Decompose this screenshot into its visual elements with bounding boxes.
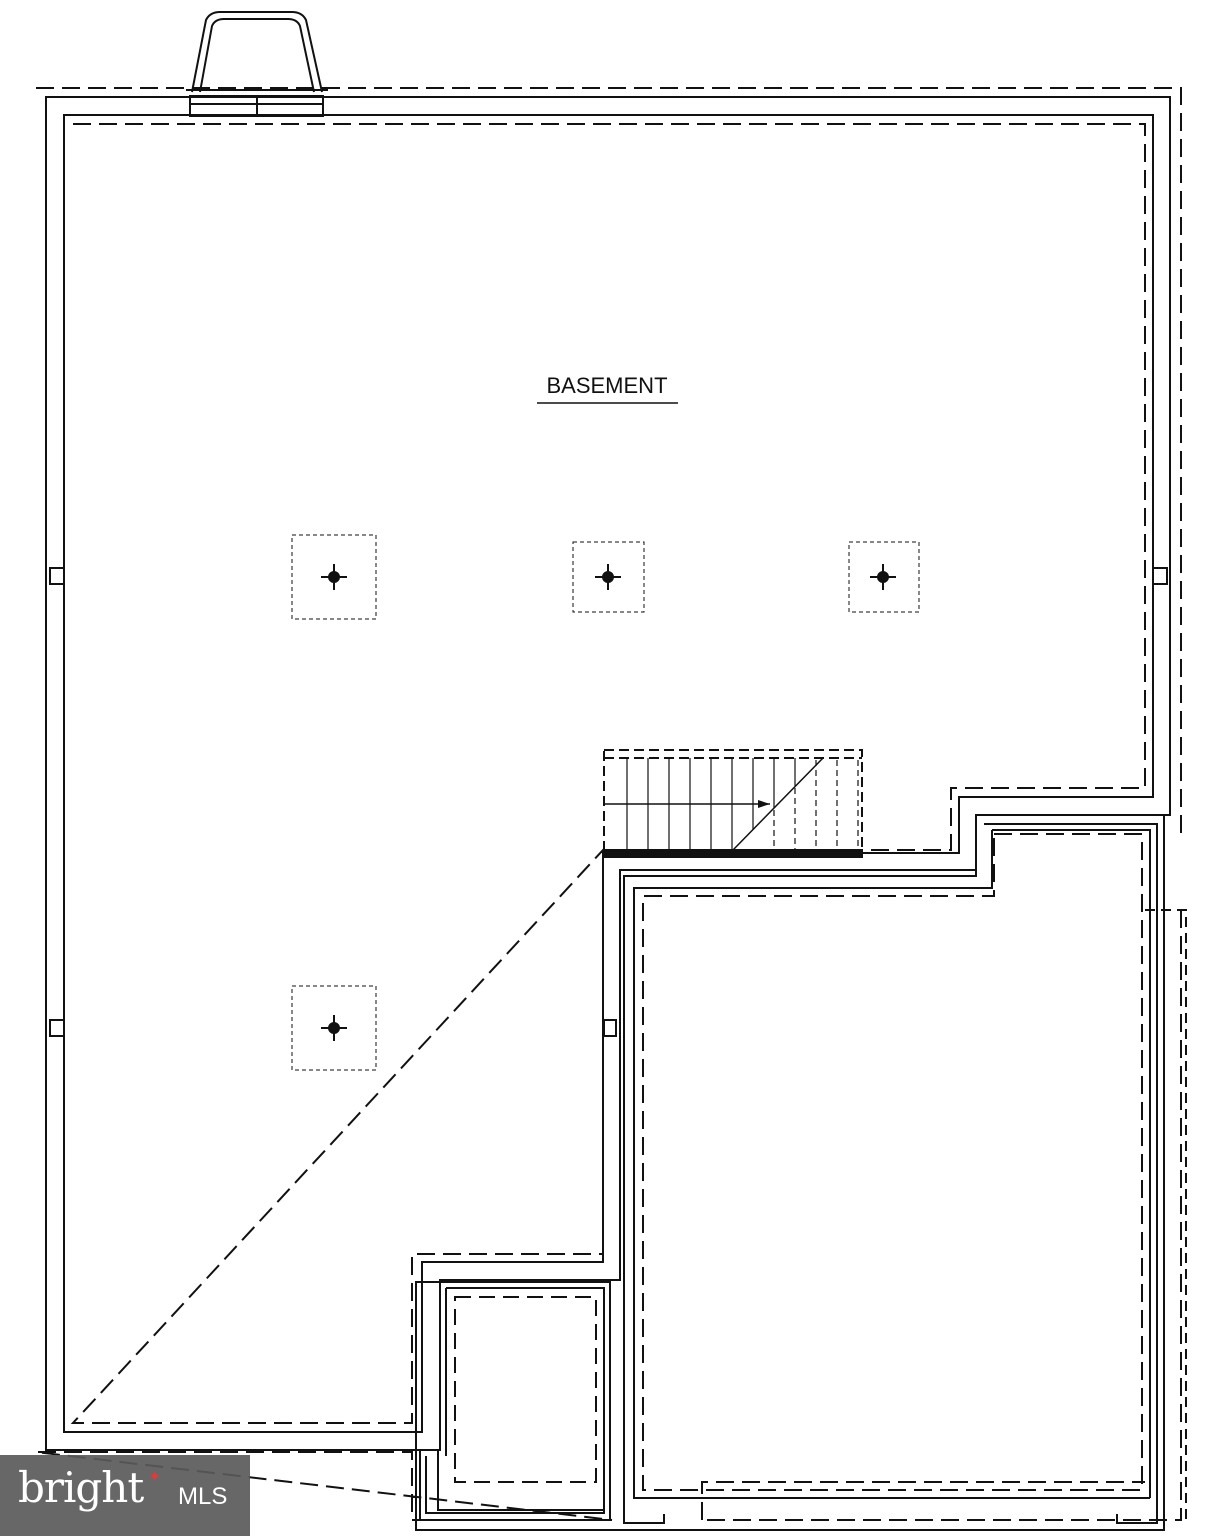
column-footing xyxy=(848,541,920,613)
small-room-inner xyxy=(425,1287,605,1514)
mls-watermark: bright ✦ MLS xyxy=(0,1455,250,1536)
garage-wall-inner xyxy=(623,823,1158,1524)
watermark-suffix: MLS xyxy=(178,1483,228,1510)
garage-slab-edge xyxy=(642,833,1143,1491)
exterior-wall-inner xyxy=(63,114,1154,1433)
small-room-slab xyxy=(454,1296,597,1483)
stair-outline xyxy=(603,749,863,851)
column-footing xyxy=(572,541,645,613)
room-label-basement: BASEMENT xyxy=(546,373,667,398)
wall-vent-left-upper xyxy=(49,567,65,585)
small-room-outer xyxy=(419,1281,611,1521)
window-well-inner xyxy=(199,18,315,93)
watermark-brand: bright xyxy=(18,1463,144,1512)
exterior-wall-outer xyxy=(45,96,1171,1451)
star-icon: ✦ xyxy=(148,1467,162,1486)
wall-vent-left-lower xyxy=(49,1019,65,1037)
small-room-line xyxy=(437,1450,604,1511)
stair-arrow-icon xyxy=(758,800,770,808)
stair-landing-bar xyxy=(604,849,863,858)
garage-wall-outer xyxy=(415,814,1165,1531)
garage-wall-mid xyxy=(633,829,1151,1499)
window-well xyxy=(191,11,323,93)
stair-break xyxy=(732,757,824,851)
wall-vent-center xyxy=(603,1019,617,1037)
garage-side-dashed xyxy=(1145,909,1187,1520)
column-footing xyxy=(291,534,377,620)
wall-vent-right xyxy=(1152,567,1168,585)
garage-door-dashed xyxy=(701,1481,1145,1520)
slab-edge xyxy=(70,123,1146,1424)
column-footing xyxy=(291,985,377,1071)
